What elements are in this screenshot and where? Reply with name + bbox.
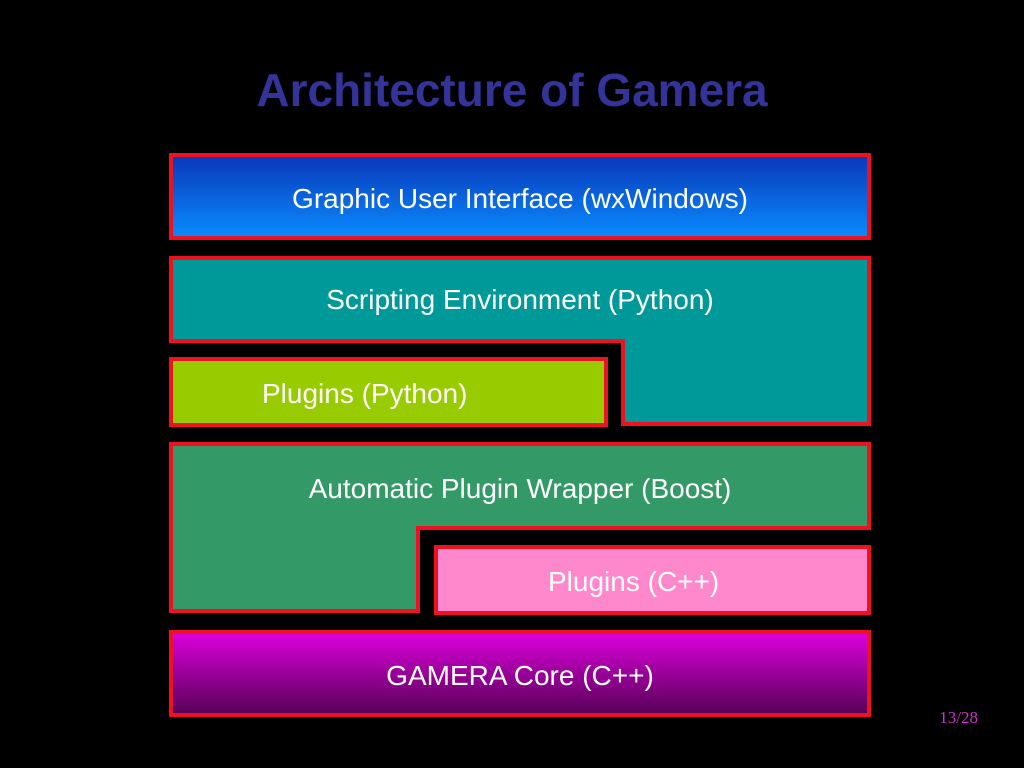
gui-layer-box bbox=[169, 153, 871, 240]
page-number: 13/28 bbox=[939, 708, 978, 727]
wrapper-layer-box bbox=[169, 442, 871, 613]
scripting-layer-box bbox=[169, 256, 871, 426]
plugins-cpp-box bbox=[434, 545, 871, 615]
core-layer-box bbox=[169, 630, 871, 717]
gui-layer-label: Graphic User Interface (wxWindows) bbox=[292, 183, 748, 214]
plugins-cpp-label: Plugins (C++) bbox=[548, 566, 720, 597]
slide-title: Architecture of Gamera bbox=[256, 64, 768, 116]
core-layer-label: GAMERA Core (C++) bbox=[386, 660, 654, 691]
wrapper-layer-label: Automatic Plugin Wrapper (Boost) bbox=[308, 473, 732, 504]
plugins-python-label: Plugins (Python) bbox=[262, 378, 468, 409]
scripting-layer-label: Scripting Environment (Python) bbox=[326, 284, 714, 315]
plugins-python-box bbox=[169, 357, 608, 427]
